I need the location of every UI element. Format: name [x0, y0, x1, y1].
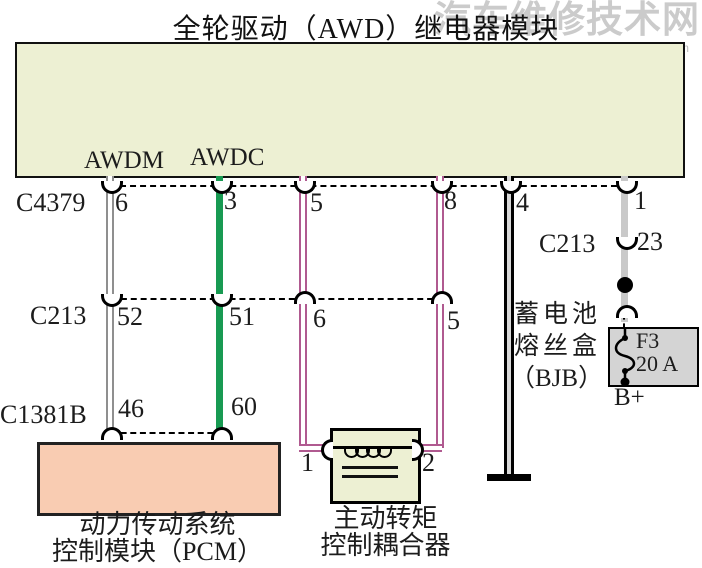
pin-number: 1 [634, 186, 647, 215]
pin-number: 5 [310, 188, 323, 217]
coil-turn-icon [377, 448, 392, 458]
connector-symbol-c1381b-pin60 [211, 427, 233, 440]
connector-row3-dashed-line [111, 432, 223, 434]
connector-symbol-c1381b-pin46 [101, 427, 123, 440]
fuse-id-label: F3 [636, 328, 660, 353]
connector-row1-dashed-line [110, 185, 627, 187]
pin-number: 3 [224, 186, 237, 215]
module-pin-label-awdc: AWDC [190, 144, 265, 171]
black-ground-wire [504, 176, 514, 476]
fuse-symbol [614, 327, 636, 385]
connector-symbol-c213-pin51 [211, 294, 233, 307]
connector-c213-battery-label: C213 [539, 229, 596, 258]
pcm-caption-line1: 动力传动系统 [79, 510, 236, 539]
coil-core-line [342, 475, 398, 478]
pink-wire-left-horizontal [299, 444, 332, 452]
connector-symbol-c213-pin52 [101, 294, 123, 307]
pin-number: 23 [637, 227, 663, 256]
pin-number: 6 [313, 304, 326, 333]
connector-symbol-c213-pin23 [616, 237, 638, 250]
fuse-input-dashed-stem [623, 314, 625, 329]
bjb-caption-line2: 熔丝盒 [514, 333, 602, 360]
coupler-caption: 主动转矩 控制耦合器 [298, 504, 473, 560]
coil-wire-line [332, 446, 414, 449]
pin-number: 2 [422, 448, 435, 477]
connector-row2-dashed-line [111, 298, 443, 300]
bjb-caption-line1: 蓄电池 [514, 301, 602, 328]
connector-symbol-c4379-pin3 [211, 181, 233, 194]
pin-number: 52 [117, 302, 143, 331]
pink-wire-right-vertical [436, 176, 444, 448]
connector-symbol-c213-pin5 [431, 291, 453, 304]
pin-number: 60 [231, 392, 257, 421]
pin-number: 1 [301, 448, 314, 477]
connector-symbol-c4379-pin5 [294, 181, 316, 194]
pin-number: 4 [516, 188, 529, 217]
connector-symbol-c4379-pin4 [500, 181, 522, 194]
pin-number: 46 [118, 394, 144, 423]
pink-wire-right-horizontal [412, 444, 442, 452]
splice-dot [617, 277, 633, 293]
pin-number: 6 [115, 188, 128, 217]
pcm-caption-line2: 控制模块（PCM） [52, 536, 263, 566]
connector-symbol-fuse-input [616, 305, 638, 318]
coupler-caption-line1: 主动转矩 [333, 504, 438, 533]
pink-wire-left-vertical [299, 176, 307, 448]
diagram-title: 全轮驱动（AWD）继电器模块 [172, 14, 560, 45]
pin-number: 8 [444, 186, 457, 215]
connector-symbol-c4379-pin8 [431, 181, 453, 194]
connector-symbol-coupler-pin1 [321, 439, 333, 461]
connector-symbol-coupler-pin2 [412, 439, 424, 461]
fuse-rating-label: 20 A [636, 351, 679, 376]
pin-number: 51 [229, 302, 255, 331]
connector-c213-label: C213 [30, 301, 87, 330]
module-pin-label-awdm: AWDM [84, 147, 164, 174]
pcm-caption: 动力传动系统 控制模块（PCM） [30, 510, 285, 566]
connector-symbol-c4379-pin1 [616, 181, 638, 194]
pin-number: 5 [447, 306, 460, 335]
pcm-box [37, 442, 281, 516]
coil-core-line [342, 466, 398, 469]
connector-c4379-label: C4379 [16, 188, 86, 217]
coupler-caption-line2: 控制耦合器 [320, 530, 451, 560]
awd-relay-module-box [15, 42, 685, 178]
bjb-caption-line3: （BJB） [510, 365, 604, 392]
ground-icon [487, 474, 531, 481]
watermark-text: 汽车维修技术网 [434, 0, 700, 41]
connector-c1381b-label: C1381B [0, 400, 87, 429]
connector-symbol-c213-pin6 [294, 291, 316, 304]
connector-symbol-c4379-pin6 [101, 181, 123, 194]
battery-terminal-label: B+ [614, 384, 645, 411]
